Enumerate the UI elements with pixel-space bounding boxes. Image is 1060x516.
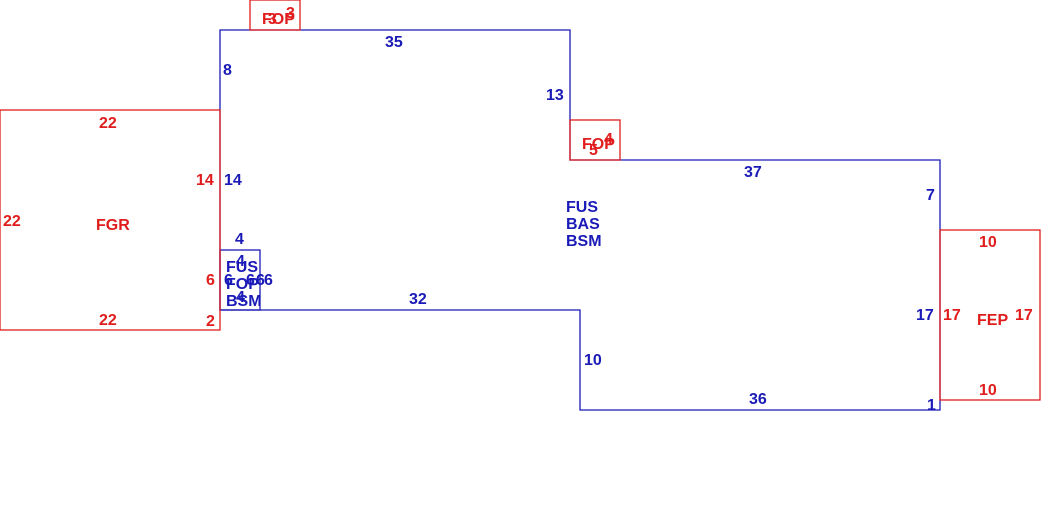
porch-right-outline <box>939 229 1041 401</box>
dim-main-bottom-left: 32 <box>409 291 427 308</box>
dim-stoop-left-inner: 6 <box>246 272 255 289</box>
dim-porch-right-bottom: 10 <box>979 382 997 399</box>
dim-garage-bottom: 22 <box>99 312 117 329</box>
dim-porch-top-a: 3 <box>268 11 277 28</box>
dim-porch-mid-a: 4 <box>604 131 613 148</box>
dim-garage-top: 22 <box>99 115 117 132</box>
dim-stoop-top: 4 <box>235 231 244 248</box>
dim-main-right-tiny: 1 <box>927 397 936 414</box>
dim-porch-right-top: 10 <box>979 234 997 251</box>
dim-main-right-long: 17 <box>916 307 934 324</box>
dim-main-bottom-right: 36 <box>749 391 767 408</box>
dim-garage-right-lower: 6 <box>206 272 215 289</box>
dim-garage-left: 22 <box>3 213 21 230</box>
dim-porch-right-left: 17 <box>943 307 961 324</box>
porch-mid-outline <box>569 119 621 161</box>
dim-main-right-short: 7 <box>926 187 935 204</box>
garage-outline <box>0 109 221 331</box>
dim-main-left-upper: 8 <box>223 62 232 79</box>
dim-stoop-bottom-inner: 4 <box>236 289 245 306</box>
dim-garage-corner: 2 <box>206 313 215 330</box>
dim-stoop-top-inner: 4 <box>236 253 245 270</box>
main-area-code-2: BAS <box>566 216 600 233</box>
dim-garage-right: 14 <box>196 172 214 189</box>
dim-main-left-mid: 14 <box>224 172 242 189</box>
dim-porch-right-right: 17 <box>1015 307 1033 324</box>
dim-main-step-down: 10 <box>584 352 602 369</box>
porch-mid-area-code: FOP <box>582 136 615 153</box>
stoop-area-code-3: BSM <box>226 293 262 310</box>
main-area-code-1: FUS <box>566 199 598 216</box>
main-area-code-3: BSM <box>566 233 602 250</box>
porch-right-area-code: FEP <box>977 312 1008 329</box>
dim-main-right-upper: 13 <box>546 87 564 104</box>
dim-porch-mid-b: 5 <box>589 142 598 159</box>
dim-porch-top-b: 3 <box>286 5 295 22</box>
dim-main-top: 35 <box>385 34 403 51</box>
porch-top-outline <box>249 0 301 31</box>
porch-top-area-code: FOP <box>262 11 295 28</box>
dim-stoop-right-inner: 6 <box>256 272 265 289</box>
garage-area-code: FGR <box>96 217 130 234</box>
stoop-area-code-1: FUS <box>226 259 258 276</box>
main-dwelling-outline <box>219 29 941 411</box>
dim-stoop-right: 6 <box>264 272 273 289</box>
dim-main-step-top: 37 <box>744 164 762 181</box>
dim-stoop-left: 6 <box>224 272 233 289</box>
stoop-area-code-2: FOP <box>226 276 259 293</box>
